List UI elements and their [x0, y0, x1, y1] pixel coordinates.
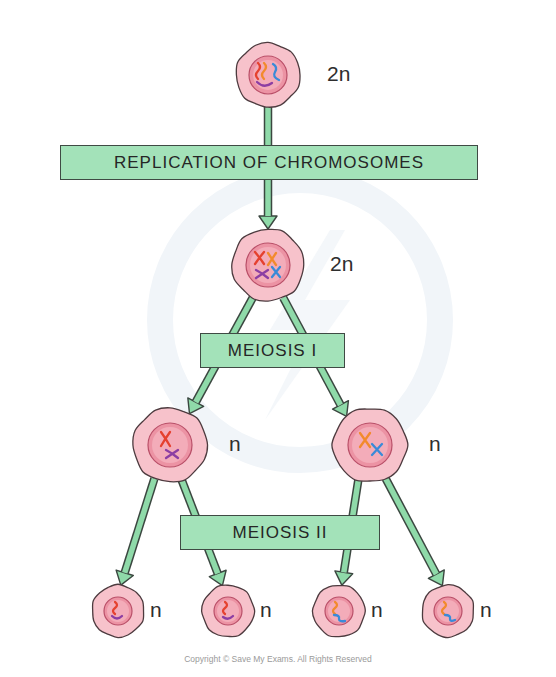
nucleus [325, 597, 353, 625]
nucleus [246, 243, 290, 287]
division-arrow [116, 479, 154, 586]
cell-outline [90, 583, 146, 639]
cell-outline [131, 406, 209, 484]
ploidy-label: n [229, 432, 241, 456]
cell-membrane [332, 409, 408, 481]
stage-label: MEIOSIS I [228, 341, 317, 361]
cell-membrane [93, 584, 144, 637]
cell-membrane [202, 585, 255, 636]
cell: 2n [230, 227, 306, 303]
cell: n [311, 583, 367, 639]
ploidy-label: 2n [330, 252, 353, 276]
cell-membrane [133, 408, 208, 482]
cell: n [131, 406, 209, 484]
arrow-head [259, 216, 277, 229]
cell: n [331, 406, 409, 484]
stage-band: REPLICATION OF CHROMOSOMES [60, 145, 478, 180]
arrow-shaft [386, 479, 437, 575]
ploidy-label: n [371, 598, 383, 622]
cell-outline [200, 583, 256, 639]
nucleus [148, 423, 192, 467]
cell: n [200, 583, 256, 639]
cell: n [90, 583, 146, 639]
ploidy-label: n [260, 598, 272, 622]
cell-membrane [312, 586, 365, 637]
ploidy-label: n [480, 598, 492, 622]
arrow-outline [125, 479, 155, 573]
arrow-head [335, 571, 353, 585]
copyright-note: Copyright © Save My Exams. All Rights Re… [184, 654, 372, 664]
cell-outline [311, 583, 367, 639]
chromosomes [104, 56, 462, 625]
stage-band: MEIOSIS I [200, 333, 345, 368]
cell-membrane [232, 229, 304, 301]
cell-outline [234, 41, 302, 109]
cell-outline [230, 227, 306, 303]
cell-outline [331, 406, 409, 484]
arrow-shaft [125, 479, 155, 573]
cell-outline [420, 583, 476, 639]
division-arrow [386, 479, 445, 586]
cell: 2n [234, 41, 302, 109]
nucleus [348, 423, 392, 467]
ploidy-label: 2n [327, 62, 350, 86]
cell-membrane [422, 585, 473, 638]
stage-label: MEIOSIS II [232, 523, 327, 543]
stage-label: REPLICATION OF CHROMOSOMES [114, 153, 424, 173]
arrow-outline [386, 479, 437, 575]
cell-membrane [236, 42, 300, 107]
nucleus [104, 597, 132, 625]
cell: n [420, 583, 476, 639]
nucleus [249, 56, 287, 94]
ploidy-label: n [429, 432, 441, 456]
nucleus [434, 597, 462, 625]
nucleus [214, 597, 242, 625]
watermark-ring [160, 180, 440, 460]
stage-band: MEIOSIS II [180, 515, 380, 550]
ploidy-label: n [150, 598, 162, 622]
